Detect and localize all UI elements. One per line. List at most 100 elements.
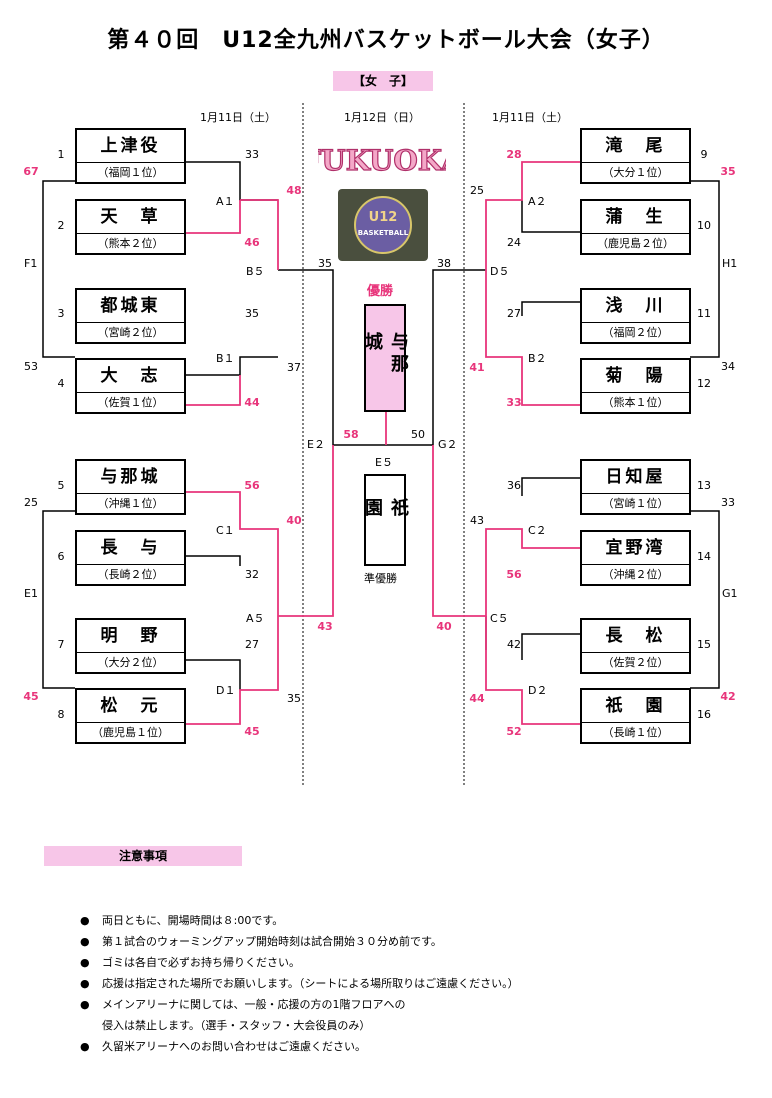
game-label: A５ [246,612,265,625]
game-label: A２ [528,195,547,208]
bullet-icon: ● [80,977,90,990]
score: 43 [470,514,484,527]
game-label: B５ [246,265,265,278]
score-win: 48 [286,184,302,197]
notes-header: 注意事項 [44,846,242,866]
team-number: 13 [697,479,711,492]
team-card-6: 長 与（長崎２位） [75,530,186,586]
team-card-5: 与那城（沖縄１位） [75,459,186,515]
team-card-3: 都城東 （宮崎２位） [75,288,186,344]
game-label: B２ [528,352,547,365]
team-rank: （鹿児島１位） [77,722,184,743]
team-number: 4 [57,377,65,390]
page-title: 第４０回 U12全九州バスケットボール大会（女子） [107,28,665,53]
score: 27 [245,638,259,651]
team-number: 16 [697,708,711,721]
team-name: 長 松 [605,626,666,646]
team-name: 天 草 [100,207,161,227]
team-number: 6 [57,550,65,563]
team-card-10: 蒲 生（鹿児島２位） [580,199,691,255]
team-rank: （宮崎２位） [77,322,184,343]
champion-label: 優勝 [367,284,394,299]
note-item: ●第１試合のウォーミングアップ開始時刻は試合開始３０分め前です。 [80,931,519,952]
team-rank: （佐賀１位） [77,392,184,413]
game-label: D５ [490,265,510,278]
champion-name: 与那城 [362,332,409,376]
date-right: 1月11日（土） [492,111,568,124]
score-win: 56 [506,568,522,581]
team-name: 滝 尾 [605,136,666,156]
runner-up-label: 準優勝 [364,572,397,585]
score: 34 [721,360,735,373]
score-win: 56 [244,479,260,492]
team-number: 15 [697,638,711,651]
team-number: 2 [57,219,65,232]
fukuoka-logo-text: FUKUOKA [318,144,446,177]
u12-emblem: U12 BASKETBALL [338,189,428,261]
game-label: D２ [528,684,548,697]
team-name: 蒲 生 [605,207,666,227]
bullet-icon: ● [80,914,90,927]
score: 32 [245,568,259,581]
game-label: H1 [722,257,738,270]
team-name: 日知屋 [605,467,666,487]
team-rank: （長崎１位） [582,722,689,743]
score-win: 58 [343,428,359,441]
score: 38 [437,257,451,270]
notes-list: ●両日ともに、開場時間は８:00です。 ●第１試合のウォーミングアップ開始時刻は… [80,910,519,1057]
score-win: 40 [286,514,302,527]
team-card-16: 祇 園（長崎１位） [580,688,691,744]
team-rank: （福岡２位） [582,322,689,343]
team-rank: （沖縄１位） [77,493,184,514]
u12-text: U12 [369,210,398,225]
team-rank: （長崎２位） [77,564,184,585]
badge-text: BASKETBALL [358,229,409,237]
score: 24 [507,236,521,249]
team-card-12: 菊 陽（熊本１位） [580,358,691,414]
note-item: ●応援は指定された場所でお願いします。（シートによる場所取りはご遠慮ください。） [80,973,519,994]
game-label: A１ [216,195,235,208]
team-card-14: 宜野湾（沖縄２位） [580,530,691,586]
team-number: 9 [700,148,708,161]
team-card-2: 天 草（熊本２位） [75,199,186,255]
score-win: 44 [469,692,485,705]
game-label: G２ [438,438,458,451]
team-name: 大 志 [100,366,161,386]
score: 25 [24,496,38,509]
team-name: 松 元 [100,696,161,716]
score-win: 67 [23,165,39,178]
team-number: 3 [57,307,65,320]
game-label: C２ [528,524,547,537]
game-label: G1 [722,587,738,600]
score-win: 52 [506,725,522,738]
team-name: 明 野 [100,626,161,646]
team-number: 10 [697,219,711,232]
score: 53 [24,360,38,373]
team-rank: （宮崎１位） [582,493,689,514]
score-win: 45 [23,690,39,703]
category-label: 【女 子】 [333,71,433,91]
note-item-cont: 侵入は禁止します。（選手・スタッフ・大会役員のみ） [102,1019,371,1032]
note-item: ●両日ともに、開場時間は８:00です。 [80,910,519,931]
note-item: ●メインアリーナに関しては、一般・応援の方の1階フロアへの [80,994,519,1015]
score: 25 [470,184,484,197]
team-card-9: 滝 尾（大分１位） [580,128,691,184]
team-name: 都城東 [100,296,161,316]
score-win: 43 [317,620,333,633]
team-card-15: 長 松 （佐賀２位） [580,618,691,674]
team-rank: （佐賀２位） [582,652,689,673]
game-label: D１ [216,684,236,697]
score-win: 28 [506,148,522,161]
team-number: 5 [57,479,65,492]
team-card-1: 上津役（福岡１位） [75,128,186,184]
bullet-icon: ● [80,1040,90,1053]
team-card-8: 松 元 （鹿児島１位） [75,688,186,744]
team-name: 上津役 [100,136,161,156]
bullet-icon: ● [80,935,90,948]
team-number: 1 [57,148,65,161]
score: 33 [245,148,259,161]
team-number: 8 [57,708,65,721]
runner-up-box: 祇 園 [362,474,409,566]
date-left: 1月11日（土） [200,111,276,124]
game-label: E1 [24,587,38,600]
